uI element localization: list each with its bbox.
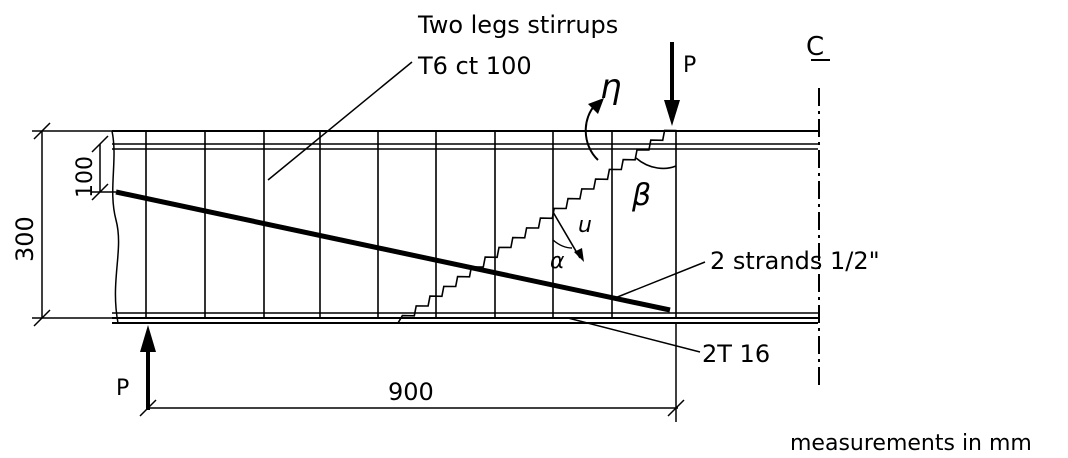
height-dimension-label: 300 xyxy=(11,216,39,262)
u-vector xyxy=(552,211,581,259)
top-load-arrow xyxy=(664,42,680,126)
bottom-bars-label: 2T 16 xyxy=(702,340,770,368)
eccentricity-dimension xyxy=(91,135,116,201)
strands-leader xyxy=(614,261,706,299)
u-symbol: u xyxy=(578,213,592,238)
beta-symbol: β xyxy=(631,178,651,213)
bottom-bars-leader xyxy=(567,317,701,353)
centerline: C xyxy=(806,32,830,385)
eta-symbol: η xyxy=(600,67,622,107)
u-vector-head xyxy=(574,248,584,262)
centerline-label: C xyxy=(806,32,824,62)
prestress-strand xyxy=(115,189,671,313)
strands-label: 2 strands 1/2" xyxy=(710,247,880,275)
eta-arrow-head xyxy=(588,98,604,114)
span-dimension xyxy=(139,322,685,422)
shear-crack xyxy=(397,129,677,324)
units-note: measurements in mm xyxy=(790,431,1032,456)
bottom-support-arrow xyxy=(140,325,156,410)
stirrups-spec: T6 ct 100 xyxy=(417,52,532,80)
beta-arc xyxy=(635,157,677,170)
stirrups-title: Two legs stirrups xyxy=(417,11,618,39)
alpha-arc xyxy=(552,239,573,249)
bottom-flange xyxy=(112,312,818,324)
eccentricity-dimension-label: 100 xyxy=(73,156,98,198)
bottom-load-label: P xyxy=(116,376,129,401)
span-dimension-label: 900 xyxy=(388,378,434,406)
top-load-label: P xyxy=(683,53,696,78)
height-dimension xyxy=(32,122,112,327)
stirrups-leader xyxy=(267,61,413,181)
alpha-symbol: α xyxy=(550,249,565,274)
top-flange xyxy=(112,130,818,150)
left-end-break xyxy=(111,130,120,324)
